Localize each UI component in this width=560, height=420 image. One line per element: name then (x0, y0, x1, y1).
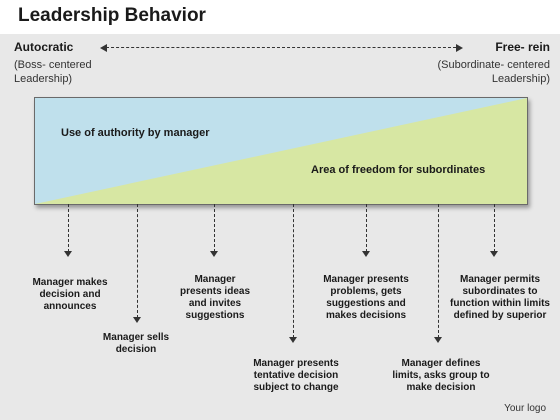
step-7-line-4: defined by superior (453, 310, 547, 321)
step-4-line-1: Manager presents (253, 358, 339, 369)
step-2-line-1: Manager sells (102, 332, 170, 343)
logo-text: Your logo (504, 403, 546, 414)
connector-6 (438, 204, 439, 338)
step-3: Manager presents ideas and invites sugge… (165, 274, 265, 322)
connector-5 (366, 204, 367, 252)
freedom-label: Area of freedom for subordinates (311, 164, 486, 176)
authority-area (35, 98, 527, 204)
step-4-line-3: subject to change (253, 382, 339, 393)
panel-triangles (35, 98, 527, 204)
connector-4 (293, 204, 294, 338)
step-7-line-1: Manager permits (459, 274, 541, 285)
arrow-down-icon (490, 251, 498, 257)
step-7-line-2: subordinates to (462, 286, 538, 297)
connector-3 (214, 204, 215, 252)
page-title: Leadership Behavior (18, 5, 206, 26)
step-2-line-2: decision (115, 344, 157, 355)
step-3-line-2: presents ideas (179, 286, 251, 297)
step-4: Manager presents tentative decision subj… (240, 358, 352, 394)
step-1: Manager makes decision and announces (20, 277, 120, 313)
step-2: Manager sells decision (88, 332, 184, 356)
left-end-sub-2: Leadership) (14, 73, 73, 85)
step-4-line-2: tentative decision (253, 370, 339, 381)
arrow-down-icon (210, 251, 218, 257)
step-6-line-2: limits, asks group to (392, 370, 490, 381)
connector-1 (68, 204, 69, 252)
arrow-left-icon (100, 44, 107, 52)
step-3-line-4: suggestions (185, 310, 245, 321)
step-6-line-1: Manager defines (401, 358, 481, 369)
step-1-line-1: Manager makes (32, 277, 108, 288)
arrow-down-icon (289, 337, 297, 343)
arrow-down-icon (434, 337, 442, 343)
left-end-label: Autocratic (14, 40, 74, 54)
step-5-line-2: problems, gets (330, 286, 402, 297)
left-end-sub-1: (Boss- centered (14, 59, 92, 71)
arrow-down-icon (64, 251, 72, 257)
step-5: Manager presents problems, gets suggesti… (310, 274, 422, 322)
step-6-line-3: make decision (406, 382, 476, 393)
authority-label: Use of authority by manager (61, 127, 210, 139)
connector-7 (494, 204, 495, 252)
step-7-line-3: function within limits (450, 298, 550, 309)
arrow-down-icon (133, 317, 141, 323)
step-5-line-4: makes decisions (325, 310, 407, 321)
step-1-line-2: decision and (39, 289, 101, 300)
step-7: Manager permits subordinates to function… (440, 274, 560, 322)
step-3-line-1: Manager (194, 274, 236, 285)
right-end-label: Free- rein (495, 40, 550, 54)
step-1-line-3: announces (43, 301, 97, 312)
arrow-right-icon (456, 44, 463, 52)
authority-freedom-panel: Use of authority by manager Area of free… (34, 97, 528, 205)
connector-2 (137, 204, 138, 318)
right-end-sub-2: Leadership) (491, 73, 550, 85)
arrow-down-icon (362, 251, 370, 257)
step-5-line-3: suggestions and (326, 298, 406, 309)
title-bar: Leadership Behavior (0, 0, 560, 34)
right-end-sub-1: (Subordinate- centered (437, 59, 550, 71)
step-3-line-3: and invites (188, 298, 242, 309)
step-5-line-1: Manager presents (323, 274, 409, 285)
step-6: Manager defines limits, asks group to ma… (380, 358, 502, 394)
continuum-arrow-line (106, 47, 456, 48)
